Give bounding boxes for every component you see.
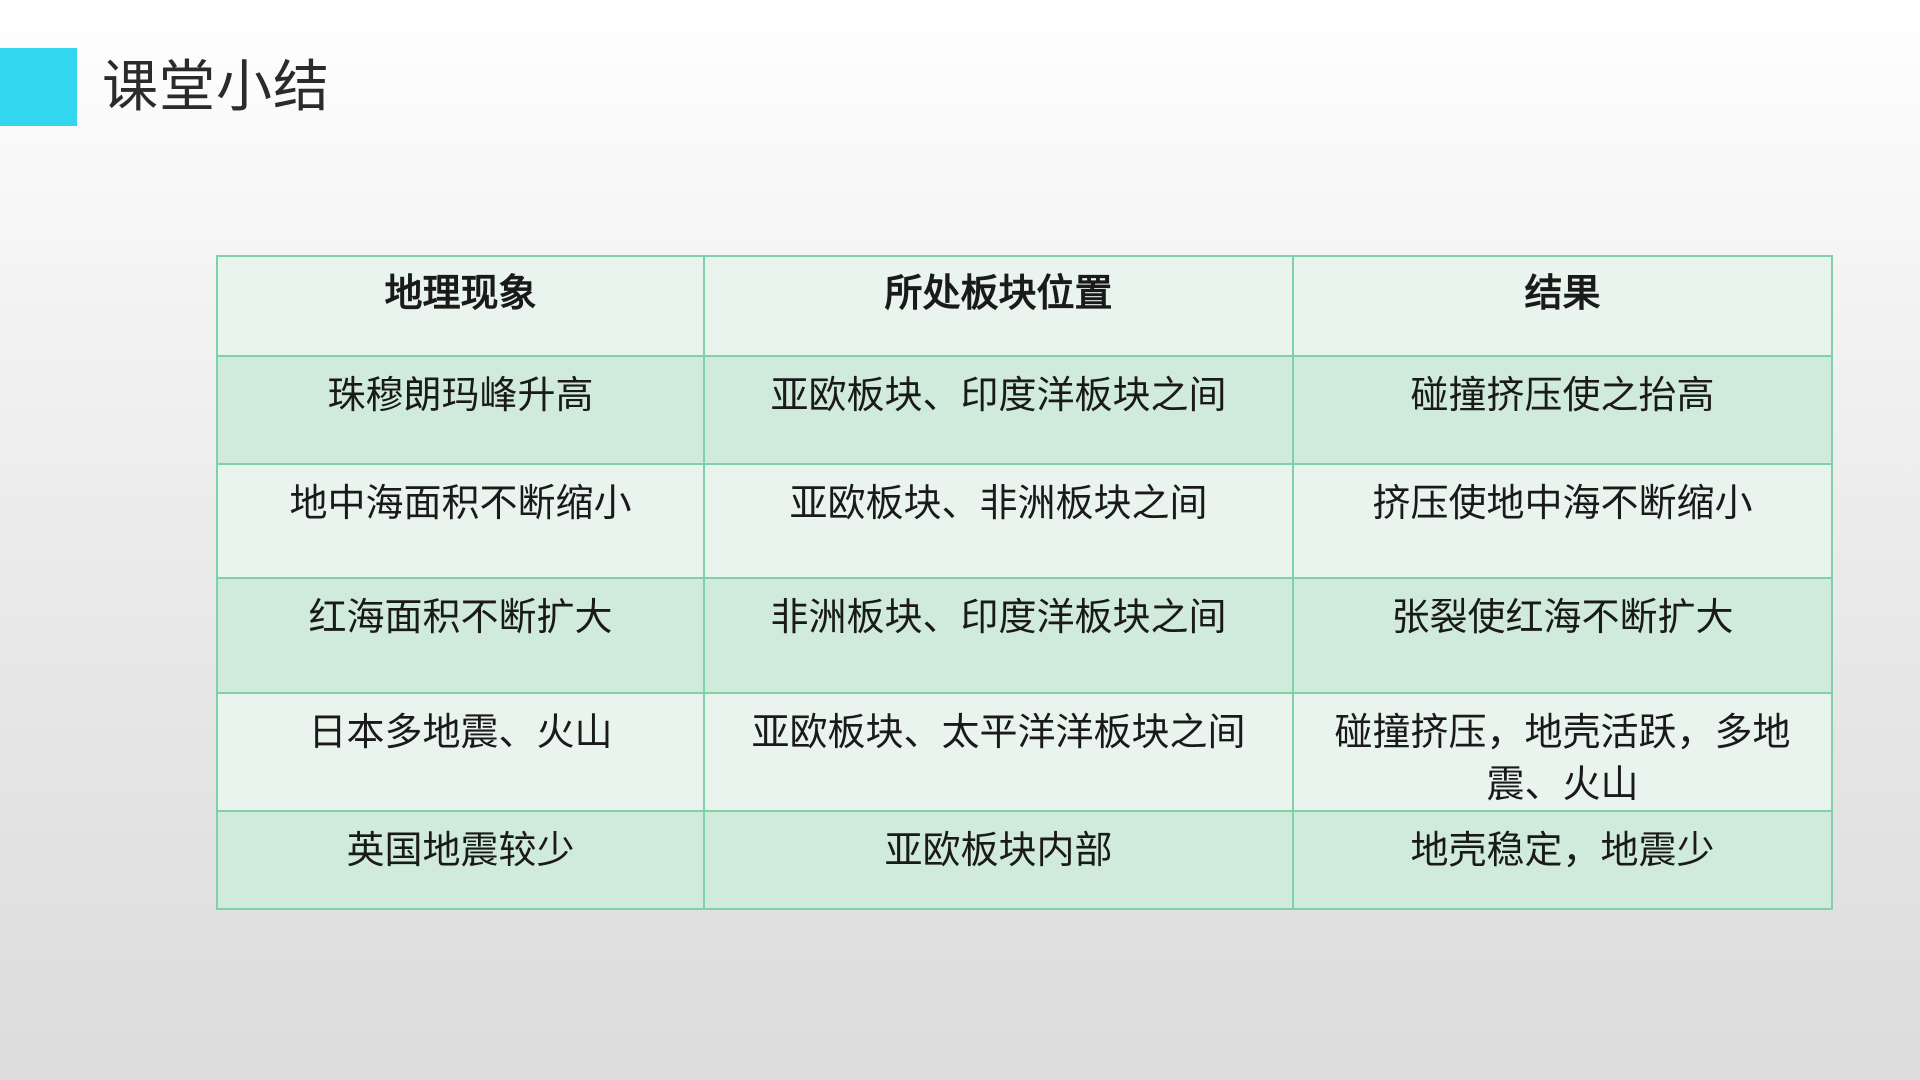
header-phenomenon: 地理现象 [216, 255, 705, 357]
cell-phenomenon: 珠穆朗玛峰升高 [216, 355, 705, 465]
cell-plate-location: 亚欧板块、非洲板块之间 [703, 463, 1294, 579]
header-result: 结果 [1292, 255, 1833, 357]
cell-result: 碰撞挤压，地壳活跃，多地震、火山 [1292, 692, 1833, 812]
cell-plate-location: 亚欧板块内部 [703, 810, 1294, 910]
cell-phenomenon: 地中海面积不断缩小 [216, 463, 705, 579]
cell-phenomenon: 日本多地震、火山 [216, 692, 705, 812]
cell-result: 碰撞挤压使之抬高 [1292, 355, 1833, 465]
table-header-row: 地理现象 所处板块位置 结果 [216, 255, 1833, 357]
title-accent-block [0, 48, 77, 126]
table-row: 地中海面积不断缩小 亚欧板块、非洲板块之间 挤压使地中海不断缩小 [216, 463, 1833, 579]
cell-plate-location: 亚欧板块、太平洋洋板块之间 [703, 692, 1294, 812]
summary-table: 地理现象 所处板块位置 结果 珠穆朗玛峰升高 亚欧板块、印度洋板块之间 碰撞挤压… [216, 255, 1833, 910]
cell-result: 张裂使红海不断扩大 [1292, 577, 1833, 694]
cell-result: 地壳稳定，地震少 [1292, 810, 1833, 910]
header-plate-location: 所处板块位置 [703, 255, 1294, 357]
table-row: 珠穆朗玛峰升高 亚欧板块、印度洋板块之间 碰撞挤压使之抬高 [216, 355, 1833, 465]
table-row: 红海面积不断扩大 非洲板块、印度洋板块之间 张裂使红海不断扩大 [216, 577, 1833, 694]
slide-title: 课堂小结 [102, 55, 330, 120]
cell-phenomenon: 红海面积不断扩大 [216, 577, 705, 694]
cell-result: 挤压使地中海不断缩小 [1292, 463, 1833, 579]
table-row: 日本多地震、火山 亚欧板块、太平洋洋板块之间 碰撞挤压，地壳活跃，多地震、火山 [216, 692, 1833, 812]
table-row: 英国地震较少 亚欧板块内部 地壳稳定，地震少 [216, 810, 1833, 910]
cell-phenomenon: 英国地震较少 [216, 810, 705, 910]
cell-plate-location: 非洲板块、印度洋板块之间 [703, 577, 1294, 694]
cell-plate-location: 亚欧板块、印度洋板块之间 [703, 355, 1294, 465]
